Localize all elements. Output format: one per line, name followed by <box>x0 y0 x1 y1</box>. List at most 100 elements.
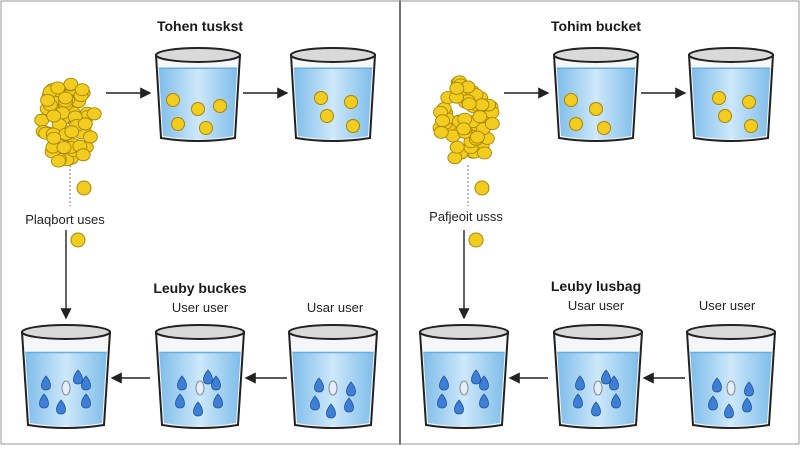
bubble-icon <box>61 380 71 396</box>
coin-icon <box>77 117 93 131</box>
coin-icon <box>46 109 62 123</box>
coin-icon <box>166 93 180 107</box>
token-pile <box>34 77 102 168</box>
bucket-rim <box>553 324 643 340</box>
bubble-icon <box>328 380 338 396</box>
bucket-rim <box>686 324 776 340</box>
water-drop-icon <box>175 393 185 409</box>
top-bucket-1 <box>154 47 242 142</box>
panel-2-top-title: Tohim bucket <box>551 18 641 34</box>
panel-1-user-label-right: Usar user <box>306 300 364 315</box>
coin-icon <box>742 95 756 109</box>
falling-coin-icon <box>70 232 86 248</box>
coin-icon <box>589 102 603 116</box>
coin-icon <box>474 98 490 112</box>
water-drop-icon <box>454 399 464 415</box>
top-bucket-2 <box>687 47 775 142</box>
water-drop-icon <box>344 397 354 413</box>
bottom-bucket-1 <box>418 324 510 429</box>
panel-1-bottom-title: Leuby buckes <box>153 280 247 296</box>
water-drop-icon <box>708 395 718 411</box>
coin-icon <box>469 130 485 144</box>
bubble-icon <box>195 380 205 396</box>
bubble-icon <box>726 380 736 396</box>
coin-icon <box>346 119 360 133</box>
water-drop-icon <box>193 401 203 417</box>
coin-icon <box>199 121 213 135</box>
top-bucket-2 <box>289 47 377 142</box>
top-bucket-1 <box>552 47 640 142</box>
water-drop-icon <box>310 395 320 411</box>
coin-icon <box>449 140 465 154</box>
coin-icon <box>213 99 227 113</box>
bottom-bucket-2 <box>154 324 246 429</box>
panel-2-user-label-left: Usar user <box>567 298 625 313</box>
water-drop-icon <box>39 393 49 409</box>
water-drop-icon <box>213 393 223 409</box>
coin-icon <box>718 109 732 123</box>
bucket-rim <box>553 47 639 63</box>
bucket-rim <box>290 47 376 63</box>
coin-icon <box>484 117 500 131</box>
coin-icon <box>472 110 488 124</box>
bucket-rim <box>21 324 111 340</box>
panel-1-pile-label: Plaqbort uses <box>25 212 105 227</box>
water-drop-icon <box>326 403 336 419</box>
bucket-rim <box>155 47 241 63</box>
falling-coin-icon <box>468 232 484 248</box>
bucket-rim <box>288 324 378 340</box>
coin-icon <box>461 97 477 111</box>
coin-icon <box>51 154 66 168</box>
water-drop-icon <box>471 369 481 385</box>
bubble-icon <box>459 380 469 396</box>
token-pile <box>432 75 500 165</box>
water-drop-icon <box>177 375 187 391</box>
coin-icon <box>447 151 463 165</box>
water-drop-icon <box>479 393 489 409</box>
coin-icon <box>86 107 102 121</box>
bubble-icon <box>593 380 603 396</box>
coin-icon <box>344 95 358 109</box>
water-drop-icon <box>439 375 449 391</box>
water-drop-icon <box>41 375 51 391</box>
coin-icon <box>712 91 726 105</box>
coin-icon <box>56 141 72 155</box>
coin-icon <box>477 146 492 160</box>
water-drop-icon <box>601 369 611 385</box>
falling-coin-icon <box>76 180 92 196</box>
water-drop-icon <box>56 399 66 415</box>
water-drop-icon <box>712 377 722 393</box>
panel-2-bottom-title: Leuby lusbag <box>550 278 642 294</box>
coin-icon <box>564 93 578 107</box>
water-drop-icon <box>742 397 752 413</box>
water-drop-icon <box>573 393 583 409</box>
coin-icon <box>50 81 66 95</box>
bottom-bucket-1 <box>20 324 112 429</box>
bucket-rim <box>419 324 509 340</box>
coin-icon <box>597 121 611 135</box>
falling-coin-icon <box>474 180 490 196</box>
coin-icon <box>314 91 328 105</box>
water-drop-icon <box>575 375 585 391</box>
water-drop-icon <box>203 369 213 385</box>
coin-icon <box>46 131 62 145</box>
coin-icon <box>58 91 73 105</box>
panel-1-top-title: Tohen tuskst <box>156 18 244 34</box>
coin-icon <box>171 117 185 131</box>
water-drop-icon <box>437 393 447 409</box>
coin-icon <box>40 93 56 107</box>
water-drop-icon <box>611 393 621 409</box>
water-drop-icon <box>346 381 356 397</box>
panel-2-user-label-right: User user <box>698 298 756 313</box>
coin-icon <box>64 125 80 139</box>
bucket-rim <box>688 47 774 63</box>
coin-icon <box>744 119 758 133</box>
coin-icon <box>75 148 91 162</box>
bottom-bucket-2 <box>552 324 644 429</box>
coin-icon <box>435 114 451 128</box>
water-drop-icon <box>314 377 324 393</box>
bottom-bucket-3 <box>685 324 777 429</box>
